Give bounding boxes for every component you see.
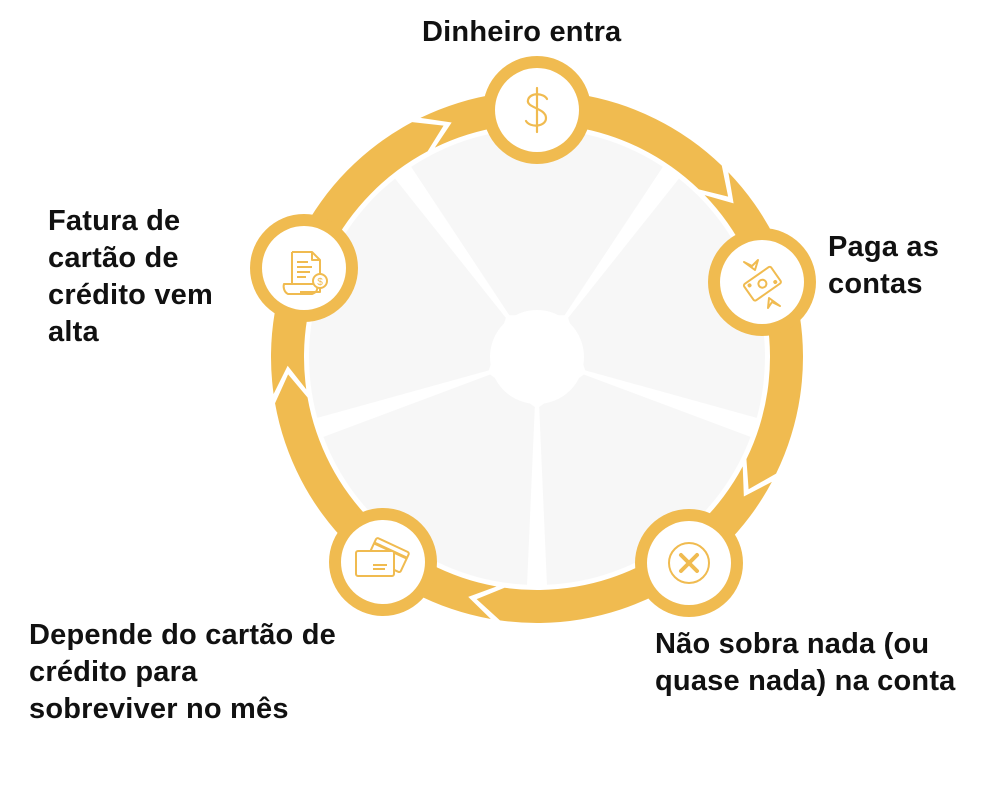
inner-sector [323, 374, 535, 585]
inner-sectors [309, 129, 765, 585]
step-label-nao-sobra: Não sobra nada (ou quase nada) na conta [655, 628, 956, 697]
center-circle [490, 310, 584, 404]
flying-money-icon [742, 259, 782, 309]
x-circle-icon [668, 542, 710, 584]
step-node-cartao [329, 508, 437, 616]
step-label-depende-cartao: Depende do cartão de crédito para sobrev… [29, 619, 336, 725]
step-node-fatura: $ [250, 214, 358, 322]
step-node-nao-sobra [635, 509, 743, 617]
step-label-dinheiro-entra: Dinheiro entra [422, 16, 622, 48]
svg-text:$: $ [317, 277, 323, 288]
step-label-paga-contas: Paga as contas [828, 231, 940, 300]
step-node-paga-contas [708, 228, 816, 336]
step-node-dinheiro [483, 56, 591, 164]
step-label-fatura-alta: Fatura de cartão de crédito vem alta [48, 205, 213, 348]
credit-cards-icon [355, 537, 410, 577]
dollar-sign-icon [524, 86, 549, 134]
inner-sector [539, 374, 751, 585]
inner-sector [568, 178, 765, 418]
inner-sector [309, 178, 506, 418]
invoice-icon: $ [282, 251, 328, 295]
inner-sector [411, 129, 663, 316]
